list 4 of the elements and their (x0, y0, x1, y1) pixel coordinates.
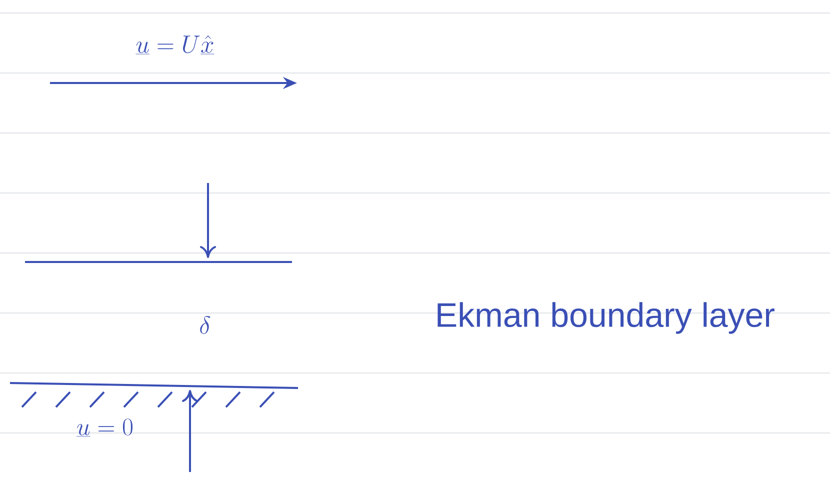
layer-label: Ekman boundary layer (438, 302, 774, 334)
velocity-formula: $\underline{u} = U\underline{\hat{x}}$ (136, 35, 214, 54)
thickness-symbol: $\delta$ (200, 316, 210, 334)
velocity-formula: $\underline{u} = 0$ (76, 418, 132, 436)
